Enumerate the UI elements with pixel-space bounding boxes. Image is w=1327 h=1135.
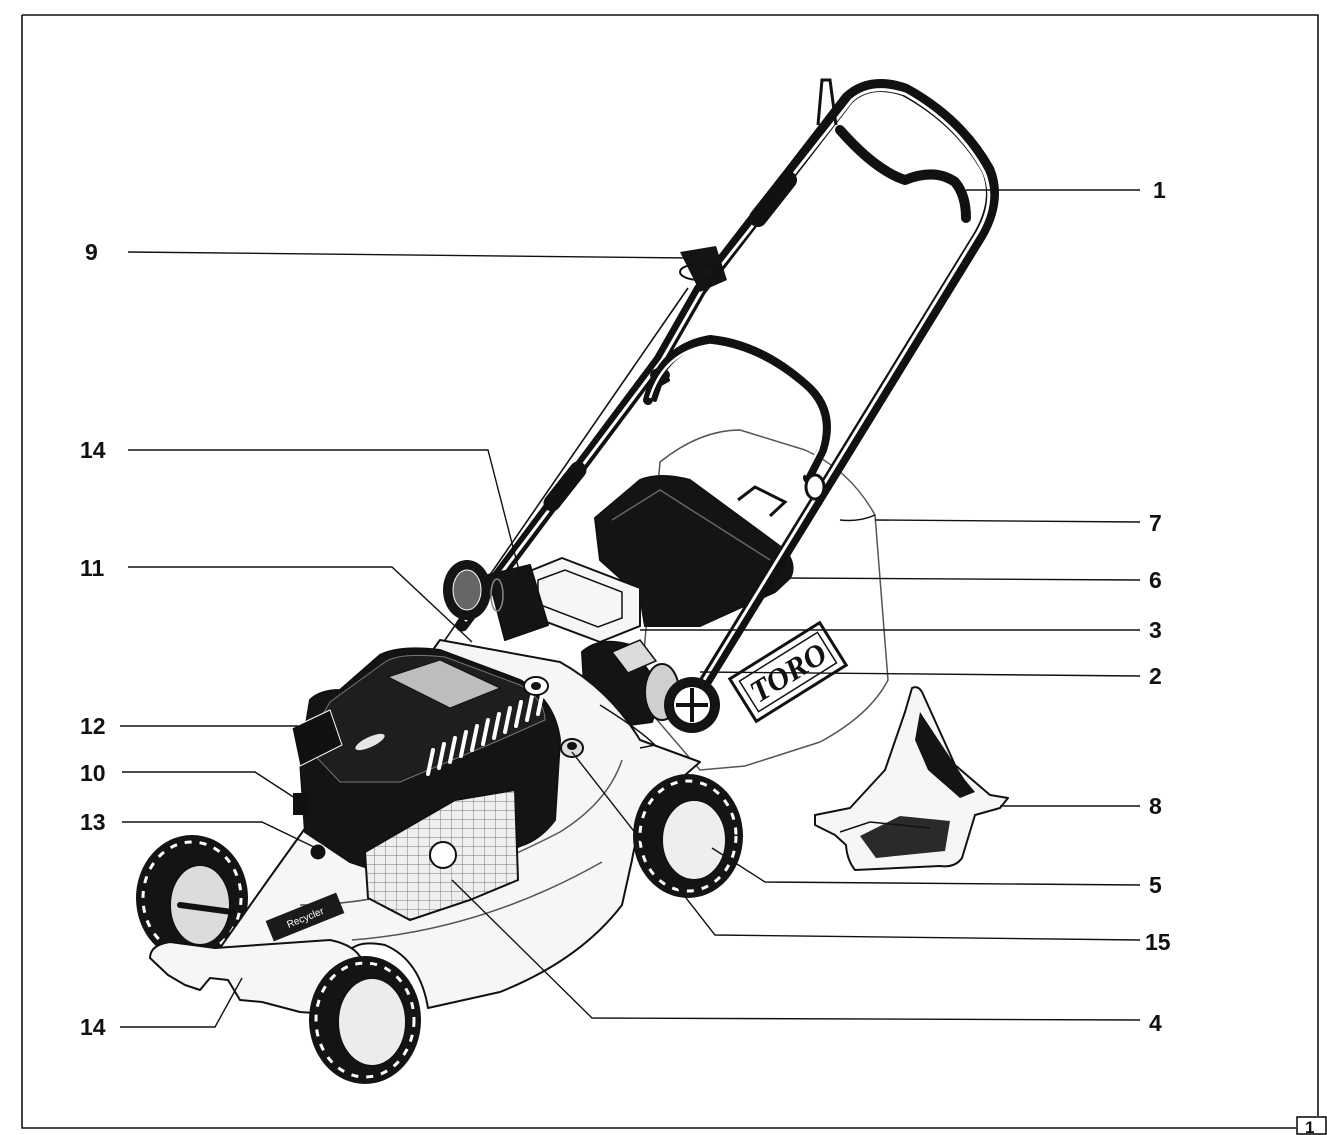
height-adjust-knob [644,663,720,733]
handle-grip-joint [749,171,797,227]
engine-vent [514,700,523,728]
engine-vent [470,724,479,752]
callout-4: 4 [1149,1010,1162,1036]
callout-14-upper: 14 [80,437,106,463]
callout-11: 11 [80,555,105,581]
engine-top-plate [386,659,502,709]
callout-13: 13 [80,809,106,835]
engine-vent [448,736,457,764]
leader-lines [120,189,1141,1028]
callout-8: 8 [1149,793,1162,819]
starter-handle [291,709,343,767]
leader-line-14-lower [120,977,243,1028]
engine-vent [481,718,490,746]
leader-line-10 [122,771,299,801]
callout-1: 1 [1153,177,1166,203]
leader-line-7 [874,519,1141,523]
leader-line-6 [781,577,1141,581]
handle-side-knob [804,473,826,501]
lower-handle-joint [543,461,587,512]
handle-bail [835,125,971,223]
engine-vents [426,688,545,776]
leader-line-13 [122,821,317,849]
callout-labels: 1 9 14 11 12 10 13 14 7 6 3 2 8 5 15 4 [80,177,1171,1040]
callout-12: 12 [80,713,106,739]
choke-knob [309,843,327,861]
callout-10: 10 [80,760,106,786]
air-filter-emblem [429,841,457,869]
leader-line-5 [711,847,1141,886]
throttle-control [293,793,309,815]
mulch-plug [814,686,1009,871]
rear-left-wheel [443,560,491,620]
engine-vent [525,694,534,722]
rear-roller [487,564,549,641]
engine-vent [426,748,435,776]
front-left-wheel [136,835,248,961]
bag-carry-handle [737,485,788,518]
callout-6: 6 [1149,567,1162,593]
engine-vent [503,706,512,734]
callout-7: 7 [1149,510,1162,536]
engine-vent [492,712,501,740]
figure-frame: 1 [21,14,1327,1135]
front-right-wheel [309,956,421,1084]
leader-line-14-upper [128,449,523,583]
rear-right-wheel [633,774,743,898]
secondary-handle [643,335,831,501]
callout-3: 3 [1149,617,1162,643]
front-bumper: Recycler [149,892,363,1014]
figure-number-box [1296,1116,1327,1135]
upper-handle [455,78,999,697]
callout-15: 15 [1145,929,1171,955]
engine-vent [437,742,446,770]
figure-number: 1 [1305,1118,1314,1135]
leader-line-11 [128,566,473,643]
brake-lever-end [816,78,838,126]
air-filter [363,788,520,922]
callout-14-lower: 14 [80,1014,106,1040]
fuel-cap [560,738,584,758]
callout-9: 9 [85,239,98,265]
control-lever [679,246,727,292]
callout-2: 2 [1149,663,1162,689]
leader-line-15 [571,751,1141,941]
engine-logo [355,733,385,751]
height-adjust-box [610,639,658,674]
leader-line-9 [127,251,693,259]
leader-line-4 [451,879,1141,1021]
engine-vent [459,730,468,758]
leader-line-2 [699,671,1141,677]
callout-5: 5 [1149,872,1162,898]
